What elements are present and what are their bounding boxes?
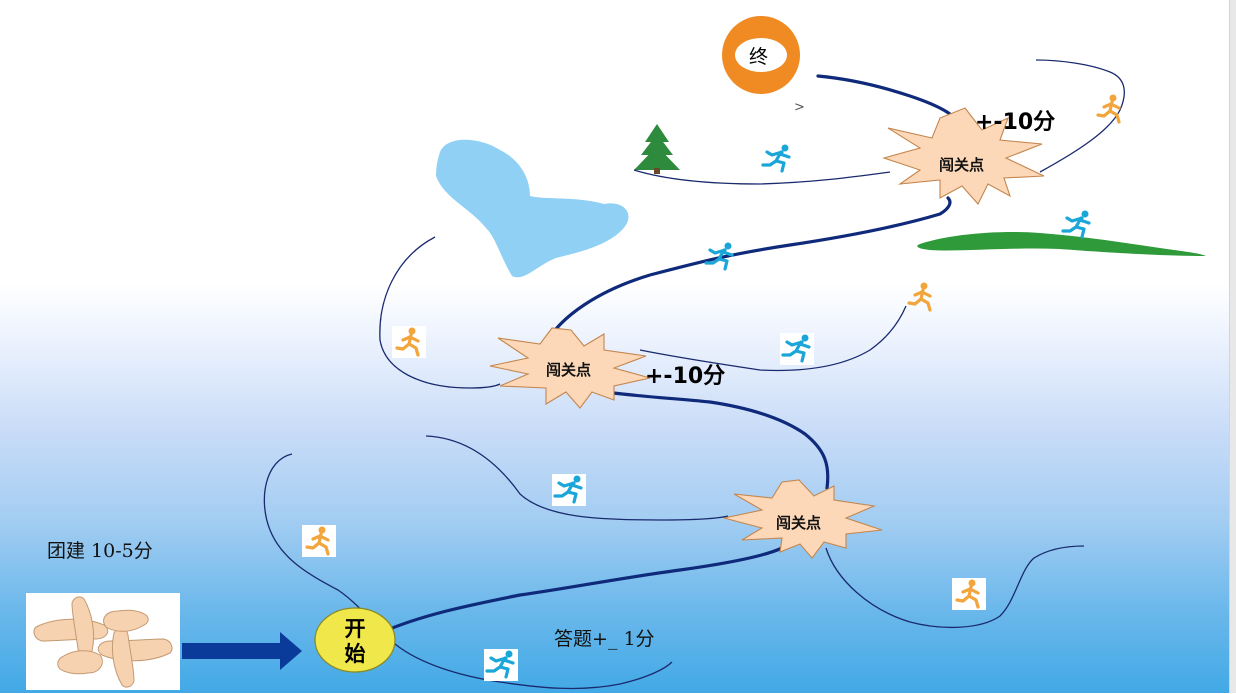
checkpoint-label-bottom: 闯关点 xyxy=(776,514,822,532)
runner-blue-icon xyxy=(703,241,737,273)
checkpoint-label-top: 闯关点 xyxy=(939,156,985,174)
quiz-label: 答题+_ 1分 xyxy=(554,628,655,650)
team-building-label: 团建 10-5分 xyxy=(47,540,153,562)
runner-orange-icon xyxy=(392,326,426,358)
arrow-right-icon xyxy=(182,632,302,670)
side-path xyxy=(379,236,501,389)
runner-blue-icon xyxy=(760,143,794,175)
checkpoint-star-icon xyxy=(882,107,1045,205)
grass-icon xyxy=(917,232,1206,256)
lake-icon xyxy=(436,139,629,278)
checkpoint-star-icon xyxy=(723,479,883,559)
end-circle-icon xyxy=(722,16,800,94)
runner-orange-icon xyxy=(302,525,336,557)
runner-orange-icon xyxy=(904,281,938,313)
score-top: +-10分 xyxy=(975,110,1056,135)
start-label: 开 始 xyxy=(344,617,366,666)
side-path xyxy=(639,305,907,372)
end-label: 终 xyxy=(749,46,769,68)
runner-blue-icon xyxy=(1060,209,1094,241)
runner-blue-icon xyxy=(780,333,814,365)
hands-icon xyxy=(26,593,180,690)
main-path xyxy=(588,388,830,490)
checkpoint-star-icon xyxy=(489,327,651,409)
runner-blue-icon xyxy=(552,474,586,506)
checkpoint-label-middle: 闯关点 xyxy=(546,361,592,379)
main-path xyxy=(543,196,952,347)
runner-blue-icon xyxy=(484,649,518,681)
side-path xyxy=(425,435,729,521)
small-arrow-text: > xyxy=(794,100,805,115)
side-path xyxy=(633,169,891,185)
runner-orange-icon xyxy=(952,578,986,610)
runner-orange-icon xyxy=(1093,93,1127,125)
side-path xyxy=(825,545,1085,629)
main-path xyxy=(376,546,784,636)
side-path xyxy=(1035,59,1125,173)
start-circle-icon xyxy=(314,607,396,673)
right-edge-strip xyxy=(1229,0,1236,693)
tree-icon xyxy=(634,124,680,174)
score-middle: +-10分 xyxy=(645,364,726,389)
